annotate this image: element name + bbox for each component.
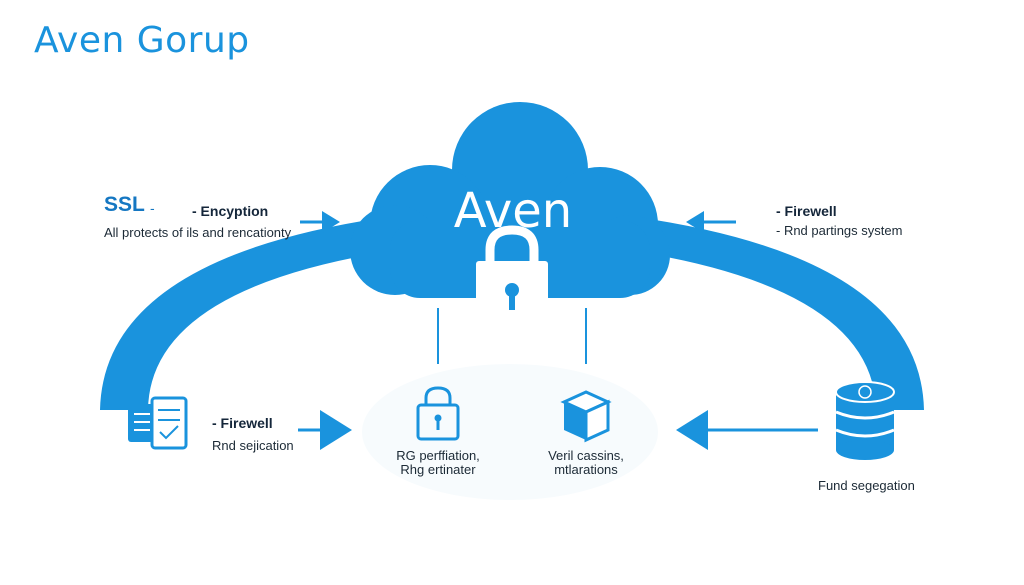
- cloud-label: Aven: [453, 183, 573, 239]
- page-title: Aven Gorup: [34, 20, 250, 61]
- center-left-line2: Rhg ertinater: [400, 462, 476, 477]
- firewall-label-top: - Firewell: [776, 203, 837, 219]
- arc-band: [100, 205, 924, 410]
- center-left-line1: RG perffiation,: [396, 448, 480, 463]
- firewall-description-top: - Rnd partings system: [776, 223, 903, 238]
- firewall-label-bottom: - Firewell: [212, 415, 273, 431]
- ssl-label: SSL: [104, 193, 145, 216]
- database-icon: [835, 381, 895, 460]
- arrow-right-icon: [300, 211, 340, 233]
- document-icon: [128, 396, 188, 450]
- arrow-right-icon: [298, 410, 352, 450]
- box-icon: [560, 390, 612, 443]
- firewall-description-bottom: Rnd sejication: [212, 438, 294, 453]
- encryption-label: - Encyption: [192, 203, 269, 219]
- lock-icon: [476, 225, 548, 331]
- ssl-dash: -: [150, 200, 155, 216]
- encryption-description: All protects of ils and rencationty: [104, 225, 292, 240]
- arrow-left-icon: [686, 211, 736, 233]
- lock-icon: [416, 386, 460, 441]
- arrow-left-icon: [676, 410, 818, 450]
- center-right-line2: mtlarations: [554, 462, 618, 477]
- center-right-line1: Veril cassins,: [548, 448, 624, 463]
- cloud-shape: [350, 102, 670, 298]
- fund-segregation-label: Fund segegation: [818, 478, 915, 493]
